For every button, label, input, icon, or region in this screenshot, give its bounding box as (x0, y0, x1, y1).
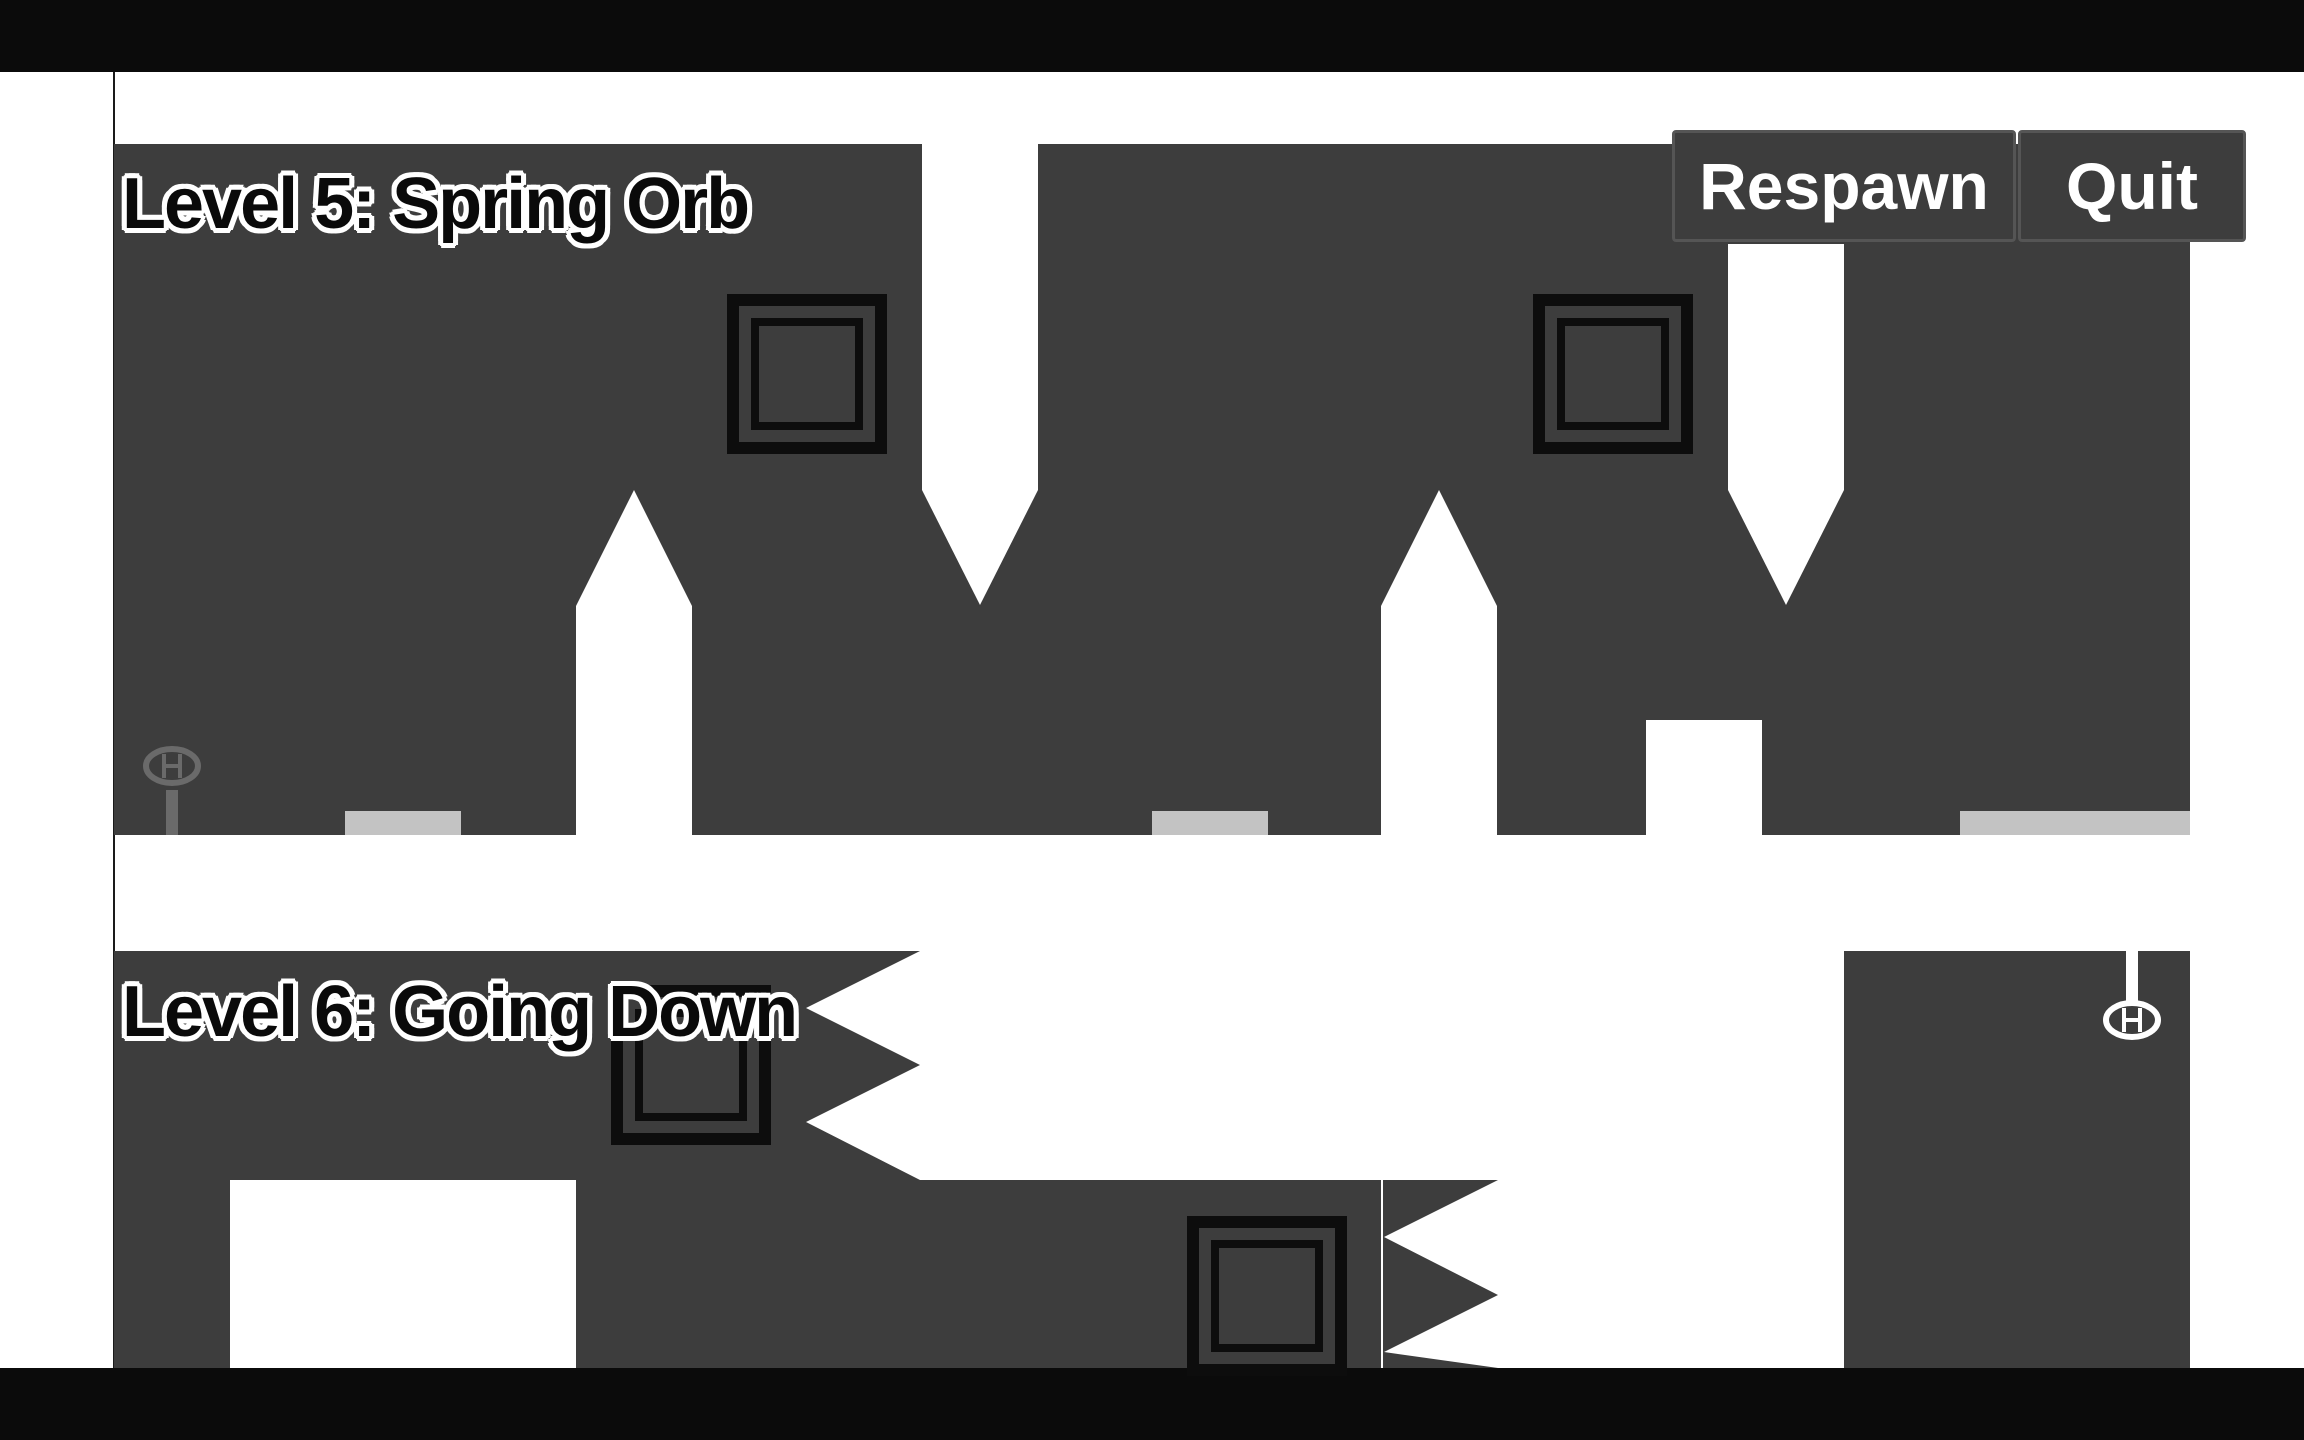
level-6-title: Level 6: Going Down (122, 972, 798, 1052)
platform (1960, 811, 2190, 835)
level-5-gap-2 (1728, 244, 1844, 490)
level-5-wall (114, 144, 2190, 835)
level-5-gap-4 (1381, 606, 1497, 835)
top-letterbox (0, 0, 2304, 72)
level-5-gap-1 (922, 144, 1038, 490)
level-6-map (114, 951, 2190, 1376)
checkpoint-icon (2103, 951, 2161, 1040)
level-5-title: Level 5: Spring Orb (122, 164, 750, 244)
level-6-gap (230, 1180, 576, 1368)
level-5-gap-5 (1646, 720, 1762, 835)
orb-box (1533, 294, 1693, 454)
platform (1152, 811, 1268, 835)
checkpoint-icon (143, 746, 201, 835)
spike (1384, 1295, 1498, 1368)
spike (576, 490, 692, 606)
spike (1381, 490, 1497, 606)
respawn-button[interactable]: Respawn (1672, 130, 2016, 242)
orb-box (1187, 1216, 1347, 1376)
spike (1384, 1180, 1498, 1295)
level-5-map (114, 144, 2190, 835)
bottom-letterbox (0, 1368, 2304, 1440)
spike (922, 490, 1038, 605)
spike-strip (920, 951, 921, 1180)
level-5-gap-3 (576, 606, 692, 835)
platform (345, 811, 461, 835)
quit-button[interactable]: Quit (2018, 130, 2246, 242)
orb-box (611, 985, 771, 1145)
level-6-wall (920, 1180, 1498, 1368)
orb-box (727, 294, 887, 454)
spike (806, 951, 920, 1065)
spike (1728, 490, 1844, 605)
spike (806, 1065, 920, 1180)
